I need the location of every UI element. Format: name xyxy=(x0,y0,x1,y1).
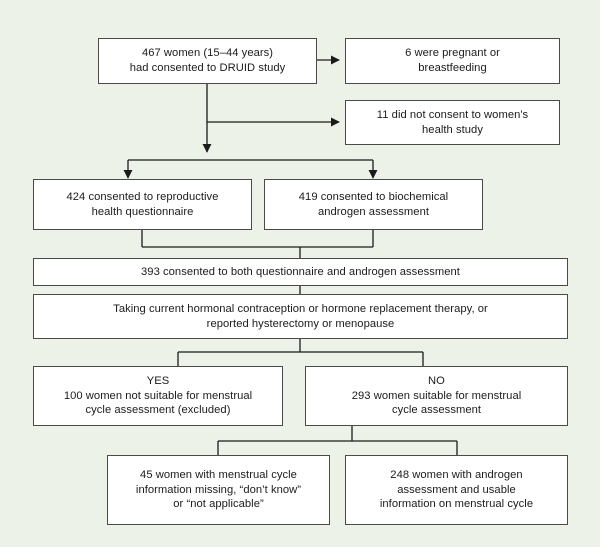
node-consented-androgen-label: 419 consented to biochemical androgen as… xyxy=(298,190,449,218)
node-pregnant-breastfeeding-label: 6 were pregnant or breastfeeding xyxy=(405,47,500,74)
node-androgen-usable-info-label: 248 women with androgen assessment and u… xyxy=(379,468,534,511)
node-no-suitable-label: NO 293 women suitable for menstrual cycl… xyxy=(351,374,522,417)
node-yes-excluded: YES 100 women not suitable for menstrual… xyxy=(33,366,283,426)
node-yes-excluded-label: YES 100 women not suitable for menstrual… xyxy=(63,374,253,417)
node-did-not-consent-label: 11 did not consent to women's health stu… xyxy=(376,108,529,136)
node-pregnant-breastfeeding: 6 were pregnant or breastfeeding xyxy=(345,38,560,84)
node-androgen-usable-info: 248 women with androgen assessment and u… xyxy=(345,455,568,525)
node-exclusion-criteria: Taking current hormonal contraception or… xyxy=(33,294,568,339)
node-did-not-consent: 11 did not consent to women's health stu… xyxy=(345,100,560,145)
node-consented-total-label: 467 women (15–44 years) had consented to… xyxy=(129,47,286,74)
node-menstrual-info-missing-label: 45 women with menstrual cycle informatio… xyxy=(135,468,302,511)
node-consented-questionnaire: 424 consented to reproductive health que… xyxy=(33,179,252,230)
node-consented-questionnaire-label: 424 consented to reproductive health que… xyxy=(66,190,219,218)
node-consented-both: 393 consented to both questionnaire and … xyxy=(33,258,568,286)
node-consented-total: 467 women (15–44 years) had consented to… xyxy=(98,38,317,84)
node-exclusion-criteria-label: Taking current hormonal contraception or… xyxy=(113,302,488,330)
node-consented-androgen: 419 consented to biochemical androgen as… xyxy=(264,179,483,230)
node-no-suitable: NO 293 women suitable for menstrual cycl… xyxy=(305,366,568,426)
node-consented-both-label: 393 consented to both questionnaire and … xyxy=(141,265,460,278)
node-menstrual-info-missing: 45 women with menstrual cycle informatio… xyxy=(107,455,330,525)
